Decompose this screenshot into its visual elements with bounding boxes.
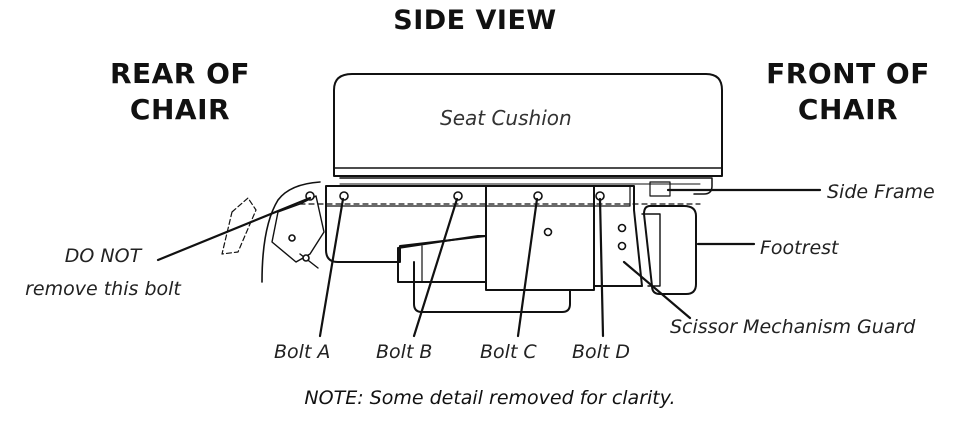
seat-cushion-label: Seat Cushion [440, 106, 572, 130]
guard-hole-bottom-icon [617, 241, 627, 251]
scissor-arm [397, 235, 487, 283]
middle-block [485, 185, 595, 291]
bolt-b-leader-line [412, 197, 459, 338]
bolt-c-icon [533, 191, 543, 201]
bolt-c-leader-line [516, 197, 539, 338]
side-frame-plate [325, 185, 631, 207]
do-not-line-1: DO NOT [64, 245, 142, 267]
bolt-a-label: Bolt A [274, 341, 331, 363]
footrest-bracket [641, 213, 661, 287]
bolt-c-label: Bolt C [480, 341, 537, 363]
diagram-title: SIDE VIEW [393, 5, 557, 36]
rear-handle [221, 197, 257, 255]
rear-label-line-1: REAR OF [109, 57, 251, 90]
seat-frame-rail [339, 177, 713, 195]
bolt-a-icon [339, 191, 349, 201]
scissor-leader-line [622, 260, 692, 320]
footrest-shape [643, 205, 697, 295]
bolt-d-leader-line [598, 197, 605, 338]
rear-label-line-2: CHAIR [129, 93, 231, 126]
side-frame-label: Side Frame [827, 181, 935, 203]
do-not-leader-line [156, 196, 312, 262]
seat-cushion-shape [333, 73, 723, 177]
do-not-line-2: remove this bolt [25, 278, 181, 300]
scissor-guard-shape [593, 185, 643, 287]
bolt-d-label: Bolt D [572, 341, 631, 363]
bolt-b-label: Bolt B [376, 341, 433, 363]
rear-linkage-outer [261, 181, 321, 283]
front-label-line-2: CHAIR [797, 93, 899, 126]
rear-of-chair-label: REAR OF CHAIR [80, 56, 280, 128]
clarity-note: NOTE: Some detail removed for clarity. [304, 387, 676, 409]
middle-block-hole-icon [543, 227, 553, 237]
bolt-a-leader-line [318, 197, 345, 338]
footrest-label: Footrest [760, 237, 839, 259]
front-label-line-1: FRONT OF [766, 57, 930, 90]
rear-linkage-plate [271, 195, 325, 263]
guard-hole-top-icon [617, 223, 627, 233]
do-not-remove-label: DO NOT remove this bolt [8, 240, 198, 306]
lower-tray [413, 261, 571, 313]
bolt-b-icon [453, 191, 463, 201]
front-of-chair-label: FRONT OF CHAIR [748, 56, 948, 128]
linkage-hole-icon [288, 234, 296, 242]
linkage-hole-2-icon [302, 254, 310, 262]
scissor-guard-label: Scissor Mechanism Guard [670, 316, 916, 338]
